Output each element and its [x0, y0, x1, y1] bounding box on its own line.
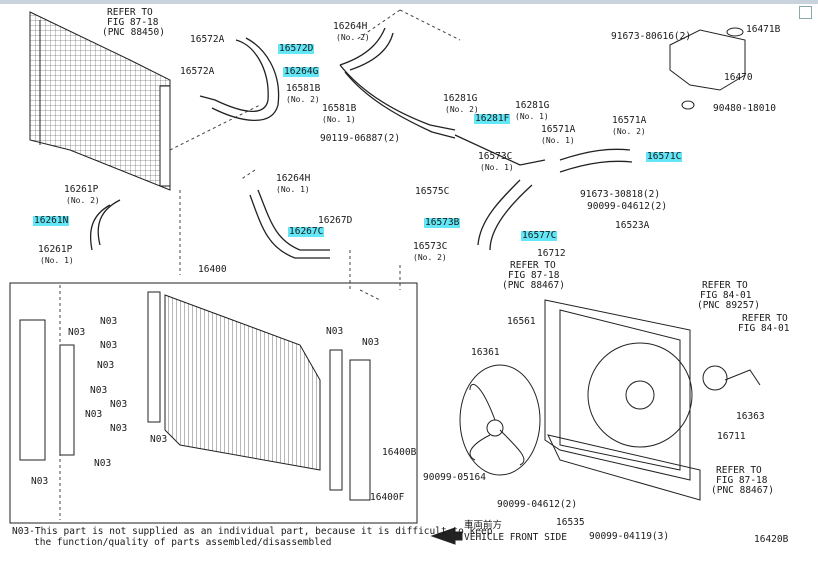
n03-label: N03 — [326, 326, 344, 337]
radiator-drawing — [19, 291, 371, 501]
refer-fig-label: FIG 87-18 — [508, 270, 560, 281]
part-16363-label[interactable]: 16363 — [736, 411, 765, 422]
reservoir-tank-drawing — [669, 27, 746, 110]
footnote-line-2: the function/quality of parts assembled/… — [34, 537, 332, 548]
vehicle-front-label: VEHICLE FRONT SIDE — [464, 532, 567, 543]
part-91673-label[interactable]: 91673-30818(2) — [580, 189, 661, 200]
part-16577C-label[interactable]: 16577C — [521, 230, 558, 241]
fan-motor-drawing — [702, 365, 728, 391]
part-16267D-label[interactable]: 16267D — [318, 215, 353, 226]
part-16575C-label[interactable]: 16575C — [415, 186, 450, 197]
fan-shroud-drawing — [544, 299, 701, 501]
n03-label: N03 — [94, 458, 112, 469]
part-16264H-label[interactable]: 16264H — [333, 21, 368, 32]
part-16573C-label[interactable]: 16573C — [478, 151, 513, 162]
part-16581B-label[interactable]: 16581B — [286, 83, 321, 94]
part-16572A-label[interactable]: 16572A — [190, 34, 225, 45]
part-16400F-label[interactable]: 16400F — [370, 492, 405, 503]
part-16281F-label[interactable]: 16281F — [474, 113, 511, 124]
refer-to-label: REFER TO — [107, 7, 153, 18]
part-16571A-label[interactable]: 16571A — [612, 115, 647, 126]
part-16571A-label[interactable]: 16571A — [541, 124, 576, 135]
part-16261P-label[interactable]: 16261P — [64, 184, 99, 195]
part-16400-label[interactable]: 16400 — [198, 264, 227, 275]
part-16264G-label[interactable]: 16264G — [283, 66, 320, 77]
part-16261N-label[interactable]: 16261N — [33, 215, 70, 226]
part-91673-label[interactable]: 91673-80616(2) — [611, 31, 692, 42]
part-16712-label[interactable]: 16712 — [537, 248, 566, 259]
part-16573B-label[interactable]: 16573B — [424, 217, 461, 228]
fan-drawing — [459, 364, 541, 476]
part-16261P-label[interactable]: 16261P — [38, 244, 73, 255]
part-90480-label[interactable]: 90480-18010 — [713, 103, 776, 114]
part-16471B-label[interactable]: 16471B — [746, 24, 781, 35]
vehicle-front-arrow-icon — [430, 527, 463, 545]
refer-pnc-label: (PNC 88467) — [502, 280, 565, 291]
part-16535-label[interactable]: 16535 — [556, 517, 585, 528]
n03-label: N03 — [110, 423, 128, 434]
part-90099-label[interactable]: 90099-04612(2) — [497, 499, 578, 510]
part-16281G-label[interactable]: 16281G — [515, 100, 550, 111]
refer-to-label: REFER TO — [702, 280, 748, 291]
n03-label: N03 — [90, 385, 108, 396]
part-16573C-label[interactable]: 16573C — [413, 241, 448, 252]
vehicle-front-jp-label: 車両前方 — [464, 520, 503, 531]
part-no-label: (No. 1) — [276, 185, 310, 194]
n03-label: N03 — [100, 340, 118, 351]
part-16572A-label[interactable]: 16572A — [180, 66, 215, 77]
corner-box-icon — [799, 6, 812, 19]
part-no-label: (No. 1) — [40, 256, 74, 265]
n03-label: N03 — [31, 476, 49, 487]
part-16267C-label[interactable]: 16267C — [288, 226, 325, 237]
part-16523A-label[interactable]: 16523A — [615, 220, 650, 231]
n03-label: N03 — [97, 360, 115, 371]
part-no-label: (No. 2) — [612, 127, 646, 136]
refer-pnc-label: (PNC 88467) — [711, 485, 774, 496]
part-16581B-label[interactable]: 16581B — [322, 103, 357, 114]
condenser-drawing — [29, 11, 171, 191]
part-16361-label[interactable]: 16361 — [471, 347, 500, 358]
part-90099-label[interactable]: 90099-04119(3) — [589, 531, 670, 542]
refer-to-label: REFER TO — [742, 313, 788, 324]
part-no-label: (No. 1) — [322, 115, 356, 124]
part-16400B-label[interactable]: 16400B — [382, 447, 417, 458]
part-16281G-label[interactable]: 16281G — [443, 93, 478, 104]
part-no-label: (No. 2) — [336, 33, 370, 42]
part-no-label: (No. 2) — [286, 95, 320, 104]
n03-label: N03 — [85, 409, 103, 420]
figure-id-label: 16420B — [754, 534, 789, 545]
n03-label: N03 — [68, 327, 86, 338]
part-no-label: (No. 1) — [480, 163, 514, 172]
part-no-label: (No. 2) — [66, 196, 100, 205]
part-90119-label[interactable]: 90119-06887(2) — [320, 133, 401, 144]
part-90099-label[interactable]: 90099-05164 — [423, 472, 486, 483]
window-top-edge — [0, 0, 818, 4]
refer-fig-label: FIG 87-18 — [716, 475, 768, 486]
refer-to-label: REFER TO — [510, 260, 556, 271]
n03-label: N03 — [362, 337, 380, 348]
n03-label: N03 — [110, 399, 128, 410]
part-16572D-label[interactable]: 16572D — [278, 43, 315, 54]
n03-label: N03 — [150, 434, 168, 445]
part-no-label: (No. 2) — [413, 253, 447, 262]
footnote-line-1: N03-This part is not supplied as an indi… — [12, 526, 493, 537]
refer-pnc-label: (PNC 88450) — [102, 27, 165, 38]
n03-label: N03 — [100, 316, 118, 327]
part-no-label: (No. 2) — [445, 105, 479, 114]
refer-fig-label: FIG 84-01 — [738, 323, 790, 334]
refer-to-label: REFER TO — [716, 465, 762, 476]
refer-fig-label: FIG 87-18 — [107, 17, 159, 28]
refer-pnc-label: (PNC 89257) — [697, 300, 760, 311]
part-16711-label[interactable]: 16711 — [717, 431, 746, 442]
part-16264H-label[interactable]: 16264H — [276, 173, 311, 184]
part-no-label: (No. 1) — [541, 136, 575, 145]
part-16571C-label[interactable]: 16571C — [646, 151, 683, 162]
part-16561-label[interactable]: 16561 — [507, 316, 536, 327]
part-16470-label[interactable]: 16470 — [724, 72, 753, 83]
part-90099-label[interactable]: 90099-04612(2) — [587, 201, 668, 212]
part-no-label: (No. 1) — [515, 112, 549, 121]
refer-fig-label: FIG 84-01 — [700, 290, 752, 301]
